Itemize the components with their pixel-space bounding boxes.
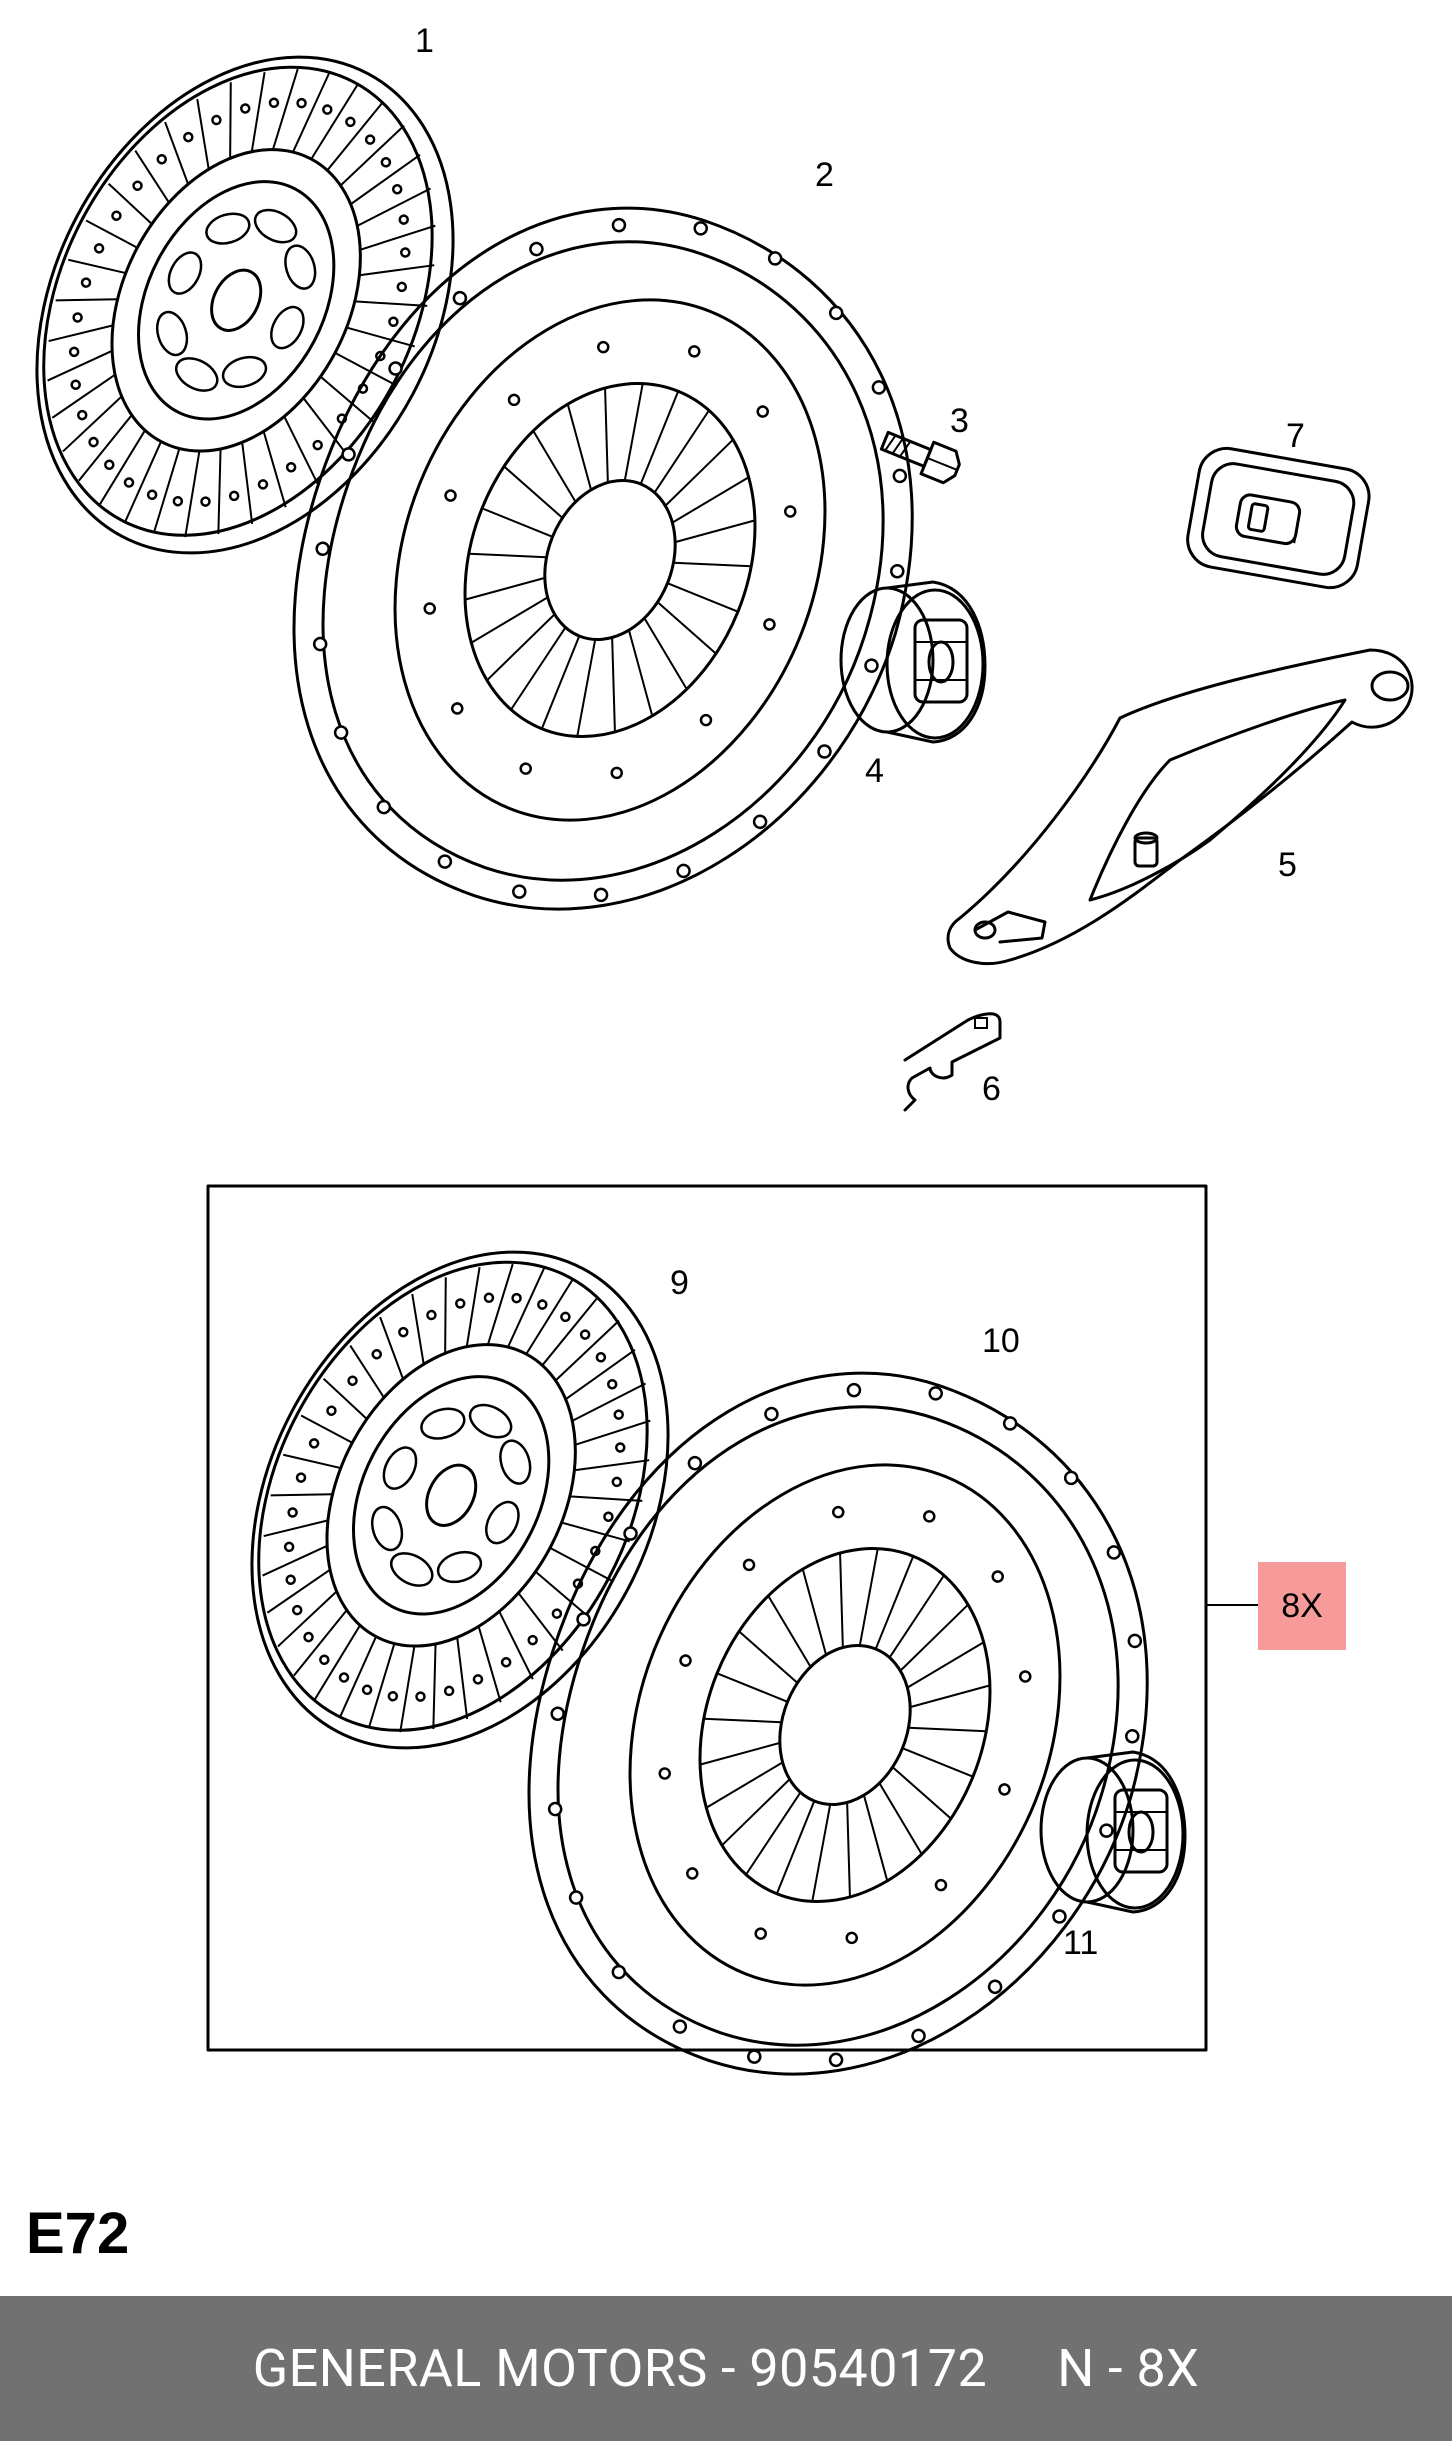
- kit-badge: [1258, 1562, 1346, 1650]
- callout-3: 3: [950, 402, 969, 440]
- footer-quantity: N - 8X: [1057, 2338, 1200, 2399]
- callout-9: 9: [670, 1264, 689, 1302]
- part-11-release-bearing: [1039, 1750, 1187, 1914]
- part-7-dust-boot: [1186, 446, 1371, 590]
- callout-6: 6: [982, 1070, 1001, 1108]
- part-2-pressure-plate: [292, 206, 914, 911]
- footer-brand-part: GENERAL MOTORS - 90540172: [252, 2338, 988, 2399]
- part-3-bolt: [879, 430, 961, 485]
- callout-5: 5: [1278, 846, 1297, 884]
- part-10-pressure-plate: [527, 1371, 1149, 2076]
- callout-11: 11: [1063, 1924, 1098, 1962]
- callout-2: 2: [815, 156, 834, 194]
- callout-7: 7: [1286, 417, 1305, 455]
- callout-4: 4: [865, 752, 884, 790]
- part-5-release-fork: [946, 648, 1414, 966]
- part-9-clutch-disc: [250, 1250, 670, 1750]
- kit-badge-label: 8X: [1281, 1587, 1323, 1625]
- exploded-parts-diagram: 1 2 3 4 5 6 7 9 10 11 8X: [35, 22, 1414, 2076]
- callout-1: 1: [415, 22, 434, 60]
- footer-bar: GENERAL MOTORS - 90540172 N - 8X: [0, 2296, 1452, 2441]
- callout-10: 10: [982, 1322, 1020, 1360]
- part-6-retaining-clip: [903, 1012, 1002, 1112]
- page-code: E72: [26, 2201, 130, 2266]
- kit-frame: [206, 1184, 1208, 2052]
- part-4-release-bearing: [839, 580, 987, 744]
